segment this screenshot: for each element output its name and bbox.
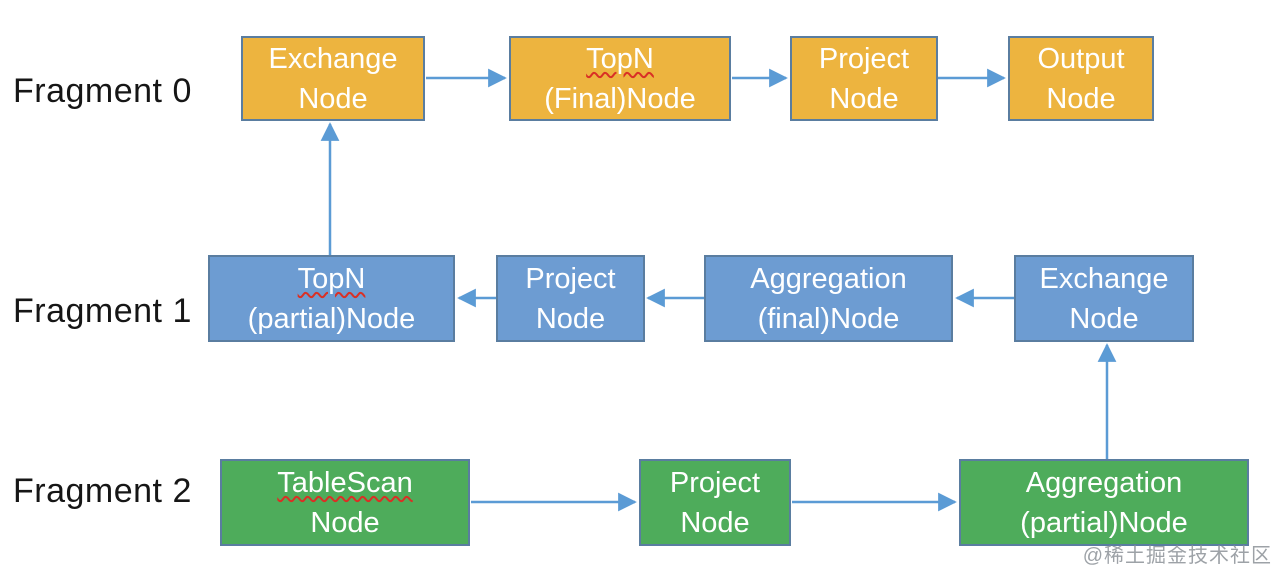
node-label-line: Node (829, 82, 899, 115)
node-f2-aggregation-partial: Aggregation (partial)Node (959, 459, 1249, 546)
node-f1-aggregation-final: Aggregation (final)Node (704, 255, 953, 342)
node-f0-output: Output Node (1008, 36, 1154, 121)
node-label-line: Aggregation (1025, 466, 1183, 499)
node-label-line: Exchange (1039, 262, 1169, 295)
node-label-line: TableScan (277, 466, 413, 499)
fragment-2-label: Fragment 2 (13, 472, 192, 510)
node-label-line: Node (680, 506, 750, 539)
node-f0-topn-final: TopN (Final)Node (509, 36, 731, 121)
node-f1-project: Project Node (496, 255, 645, 342)
node-label-line: (Final)Node (544, 82, 696, 115)
node-label-line: Project (525, 262, 616, 295)
node-label-line: Exchange (268, 42, 398, 75)
node-label-line: Output (1037, 42, 1125, 75)
node-label-line: Node (310, 506, 380, 539)
node-f1-topn-partial: TopN (partial)Node (208, 255, 455, 342)
node-f2-project: Project Node (639, 459, 791, 546)
node-label-line: (final)Node (757, 302, 900, 335)
node-f2-tablescan: TableScan Node (220, 459, 470, 546)
juejin-watermark: @稀土掘金技术社区 (1082, 545, 1272, 567)
node-label-line: Node (535, 302, 606, 335)
node-label-line: Node (298, 82, 368, 115)
fragment-1-label: Fragment 1 (13, 292, 192, 330)
node-label-line: (partial)Node (247, 302, 416, 335)
node-f0-exchange: Exchange Node (241, 36, 425, 121)
node-label-line: (partial)Node (1020, 506, 1188, 539)
node-f0-project: Project Node (790, 36, 938, 121)
node-f1-exchange: Exchange Node (1014, 255, 1194, 342)
node-label-line: Node (1046, 82, 1116, 115)
node-label-line: Aggregation (750, 262, 907, 295)
node-label-line: Project (669, 466, 761, 499)
node-label-line: TopN (297, 262, 366, 295)
fragment-0-label: Fragment 0 (13, 72, 192, 110)
node-label-line: Node (1069, 302, 1139, 335)
node-label-line: TopN (586, 42, 654, 75)
node-label-line: Project (818, 42, 910, 75)
